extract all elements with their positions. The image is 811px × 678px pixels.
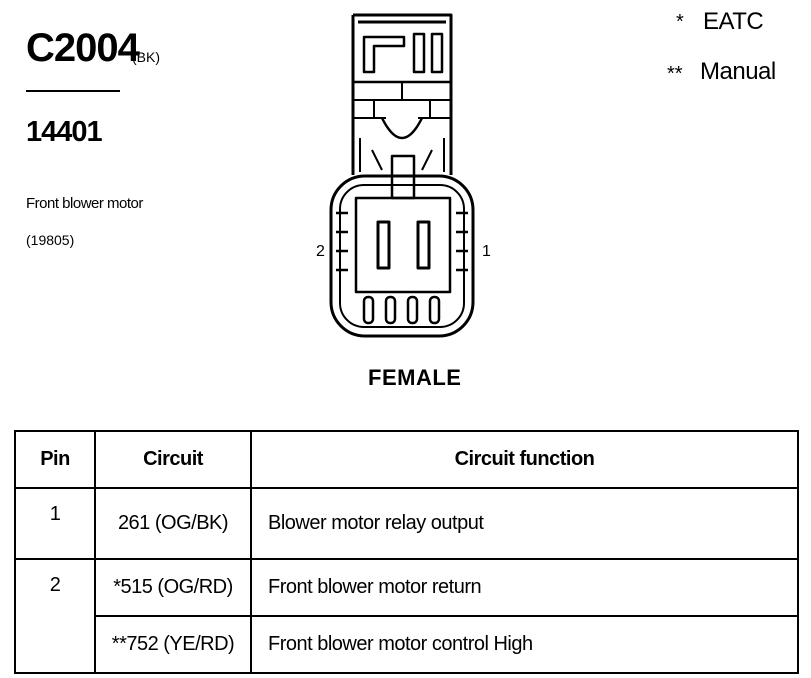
legend-label-manual: Manual: [700, 58, 776, 85]
table-row: 1 261 (OG/BK) Blower motor relay output: [14, 487, 799, 560]
pin-cell: 2: [14, 558, 96, 674]
connector-id: C2004: [26, 26, 140, 70]
connector-body: [329, 174, 475, 338]
function-cell: Front blower motor return: [250, 558, 799, 617]
pin-table: Pin Circuit Circuit function 1 261 (OG/B…: [14, 430, 799, 674]
legend-label-eatc: EATC: [703, 8, 764, 35]
connector-gender: FEMALE: [368, 365, 462, 390]
legend-symbol-manual: **: [667, 63, 683, 85]
pin-1-label: 1: [482, 243, 491, 260]
function-cell: Blower motor relay output: [250, 487, 799, 560]
circuit-cell: 261 (OG/BK): [94, 487, 252, 560]
table-header-row: Pin Circuit Circuit function: [14, 430, 799, 489]
circuit-cell: **752 (YE/RD): [94, 615, 252, 674]
connector-color: (BK): [132, 49, 160, 65]
header-circuit: Circuit: [94, 430, 252, 489]
circuit-cell: *515 (OG/RD): [94, 558, 252, 617]
component-code: (19805): [26, 232, 75, 248]
component-description: Front blower motor: [26, 195, 143, 212]
title-underline: [26, 90, 120, 92]
terminal-pin-1: [416, 220, 431, 270]
pin-2-label: 2: [316, 243, 325, 260]
connector-latch-housing: [351, 13, 453, 200]
part-number: 14401: [26, 116, 103, 148]
table-row: 2 *515 (OG/RD) Front blower motor return: [14, 558, 799, 674]
header-pin: Pin: [14, 430, 96, 489]
table-row: **752 (YE/RD) Front blower motor control…: [15, 615, 799, 674]
header-circuit-function: Circuit function: [250, 430, 799, 489]
function-cell: Front blower motor control High: [250, 615, 799, 674]
pin-cell: 1: [14, 487, 96, 560]
connector-face-diagram: [329, 13, 475, 338]
legend-symbol-eatc: *: [676, 11, 684, 33]
terminal-pin-2: [376, 220, 391, 270]
